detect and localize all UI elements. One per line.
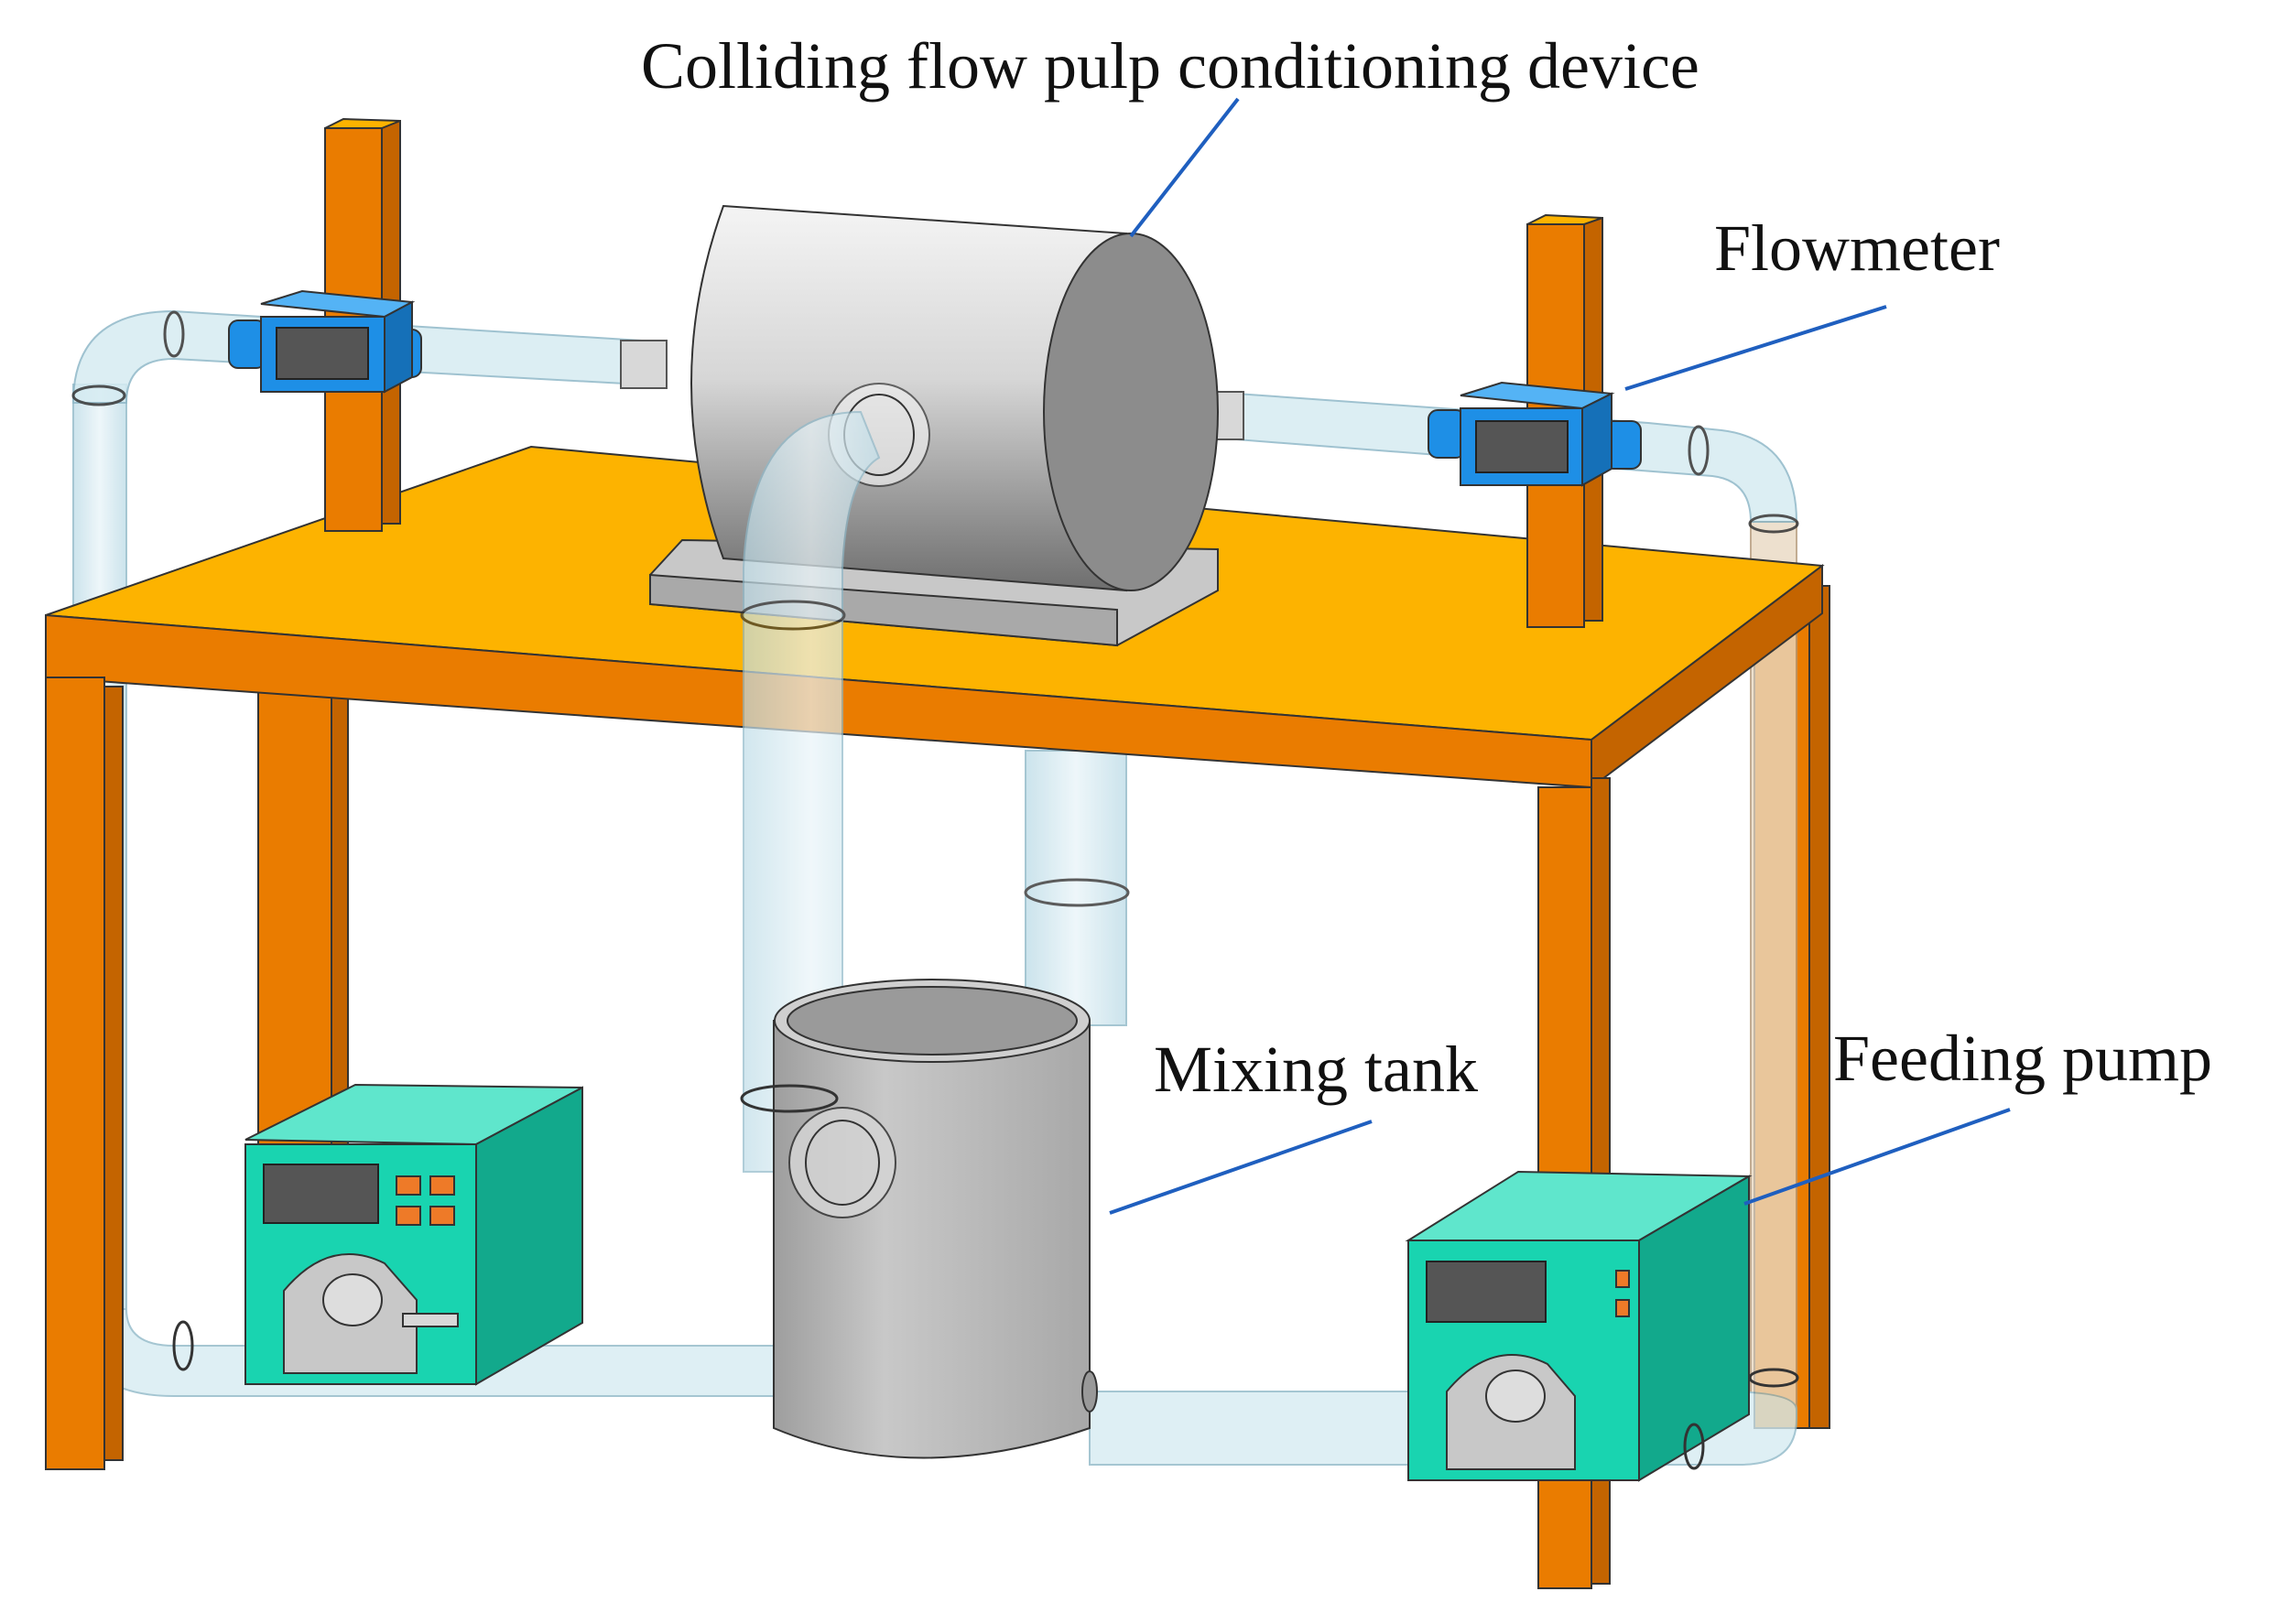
device-outlet-pipe [740, 410, 881, 1173]
feeding-pump-left [244, 1083, 583, 1386]
leader-lines [1109, 97, 2011, 1215]
label-mixing-tank: Mixing tank [1154, 1033, 1478, 1106]
flowmeter-left [228, 289, 422, 394]
label-feeding-pump: Feeding pump [1833, 1022, 2212, 1095]
label-device: Colliding flow pulp conditioning device [641, 29, 1699, 103]
label-flowmeter: Flowmeter [1714, 211, 2000, 285]
mixing-tank [740, 979, 1098, 1459]
colliding-flow-device [620, 204, 1244, 647]
flowmeter-right [1428, 381, 1642, 487]
feeding-pump-right [1405, 1170, 1753, 1482]
pipe-joints [172, 1320, 1799, 1470]
